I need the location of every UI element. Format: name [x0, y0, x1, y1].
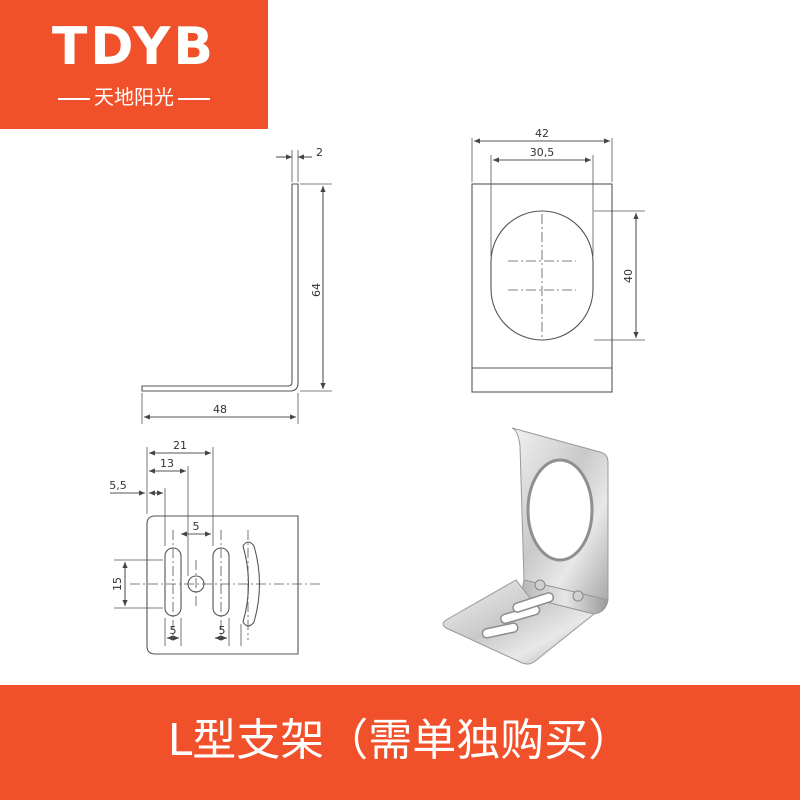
dim-hole-width: 30,5 — [530, 146, 555, 159]
bracket-rivet-left — [534, 579, 546, 591]
l-profile-outline — [141, 183, 299, 392]
brand-name: TDYB — [51, 17, 217, 77]
dim-height: 64 — [310, 283, 323, 297]
base-view — [110, 447, 322, 655]
dim-5-bottom-left: 5 — [170, 624, 177, 637]
dim-width: 48 — [213, 403, 227, 416]
brand-subtitle: 天地阳光 — [94, 85, 174, 109]
subtitle-line-left — [58, 97, 90, 100]
subtitle-line-right — [178, 97, 210, 100]
dim-5-top: 5 — [193, 520, 200, 533]
brand-subtitle-row: 天地阳光 — [0, 84, 268, 110]
dim-outer-width: 42 — [535, 127, 549, 140]
technical-drawing: 2 64 48 42 30,5 40 — [109, 127, 645, 665]
dim-5-bottom-right: 5 — [219, 624, 226, 637]
footer-title: L型支架（需单独购买） — [167, 715, 633, 766]
brand-logo: TDYB 天地阳光 — [0, 0, 268, 129]
dim-hole-height: 40 — [622, 269, 635, 283]
dim-21: 21 — [173, 439, 187, 452]
bracket-photo — [442, 427, 609, 665]
side-view — [141, 150, 332, 424]
bracket-slot-3 — [512, 592, 555, 613]
bracket-slot-1 — [481, 622, 519, 639]
footer-banner: L型支架（需单独购买） — [0, 685, 800, 800]
dim-5-5: 5,5 — [109, 479, 127, 492]
dim-15: 15 — [111, 577, 124, 591]
front-view — [471, 138, 645, 393]
bracket-base-plate — [442, 579, 596, 665]
dim-13: 13 — [160, 457, 174, 470]
dim-thickness: 2 — [316, 146, 323, 159]
bracket-oval-hole — [526, 458, 594, 562]
bracket-rivet-right — [572, 590, 584, 602]
